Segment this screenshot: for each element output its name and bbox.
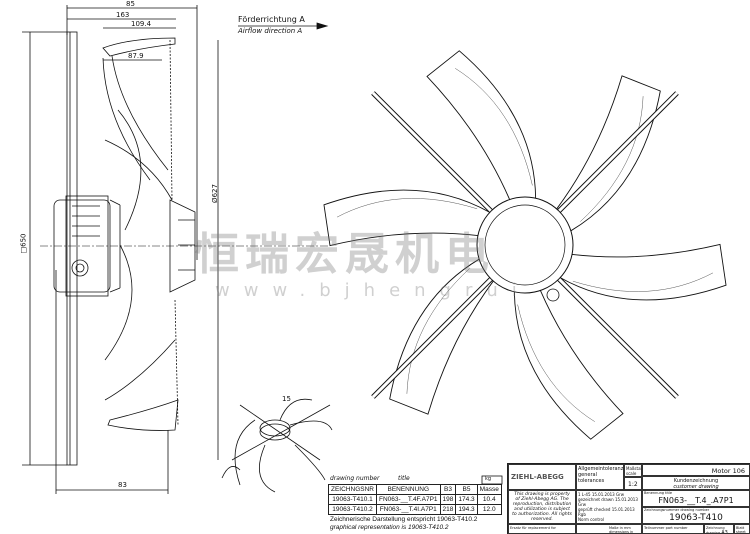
cell: 12.0 bbox=[476, 504, 502, 515]
role: Norm control bbox=[578, 517, 605, 522]
side-view-blades bbox=[102, 37, 196, 431]
dim-15: 15 bbox=[282, 395, 291, 403]
rev-date: 15.01.2013 bbox=[611, 507, 635, 512]
header-cell: B5 bbox=[455, 484, 478, 495]
cell: 198 bbox=[439, 494, 457, 505]
weight-unit-icon: kg bbox=[485, 476, 492, 482]
motor-label: Motor 106 bbox=[642, 464, 750, 476]
dim-627: Ø627 bbox=[210, 184, 219, 203]
cell: 194.3 bbox=[455, 504, 478, 515]
rev-date: 15.01.2013 bbox=[614, 497, 638, 502]
drawing-number-label: Zeichnungsnummer drawing number bbox=[644, 508, 710, 512]
title-block: ZIEHL-ABEGG Allgemeintoleranzen general … bbox=[507, 463, 750, 534]
rev-change: L-45 bbox=[581, 492, 591, 497]
format: A3 bbox=[721, 530, 728, 534]
header-cell: BENENNUNG bbox=[375, 484, 441, 495]
dim-87: 87.9 bbox=[128, 52, 144, 60]
watermark-logo: 恒瑞宏晟机电 bbox=[195, 229, 495, 280]
customer-en: customer drawing bbox=[673, 484, 719, 490]
blade-contour bbox=[455, 68, 533, 186]
isometric-view bbox=[221, 398, 333, 493]
scale-value: 1:2 bbox=[624, 477, 642, 490]
cell: 10.4 bbox=[476, 494, 502, 505]
dim-83: 83 bbox=[118, 481, 127, 489]
rev-name: Grw bbox=[616, 492, 625, 497]
blade-contour bbox=[336, 198, 478, 218]
company-logo: ZIEHL-ABEGG bbox=[508, 464, 576, 490]
rev-name: Grw bbox=[578, 502, 587, 507]
hub-inner bbox=[484, 204, 566, 286]
cell: 174.3 bbox=[455, 494, 478, 505]
dim-163: 163 bbox=[116, 11, 130, 19]
cell: FN063-__T.4I.A7P1 bbox=[375, 504, 441, 515]
cell: 218 bbox=[439, 504, 457, 515]
header-cell: ZEICHNGSNR bbox=[328, 484, 377, 495]
sheet-cell: Blatt sheet 1 bbox=[734, 524, 750, 534]
fan-blade bbox=[426, 50, 537, 200]
blade-contour bbox=[406, 268, 470, 394]
blade-contour bbox=[572, 272, 714, 292]
side-view-mounting-plate bbox=[66, 31, 78, 466]
fan-blade bbox=[513, 290, 624, 440]
drawing-number: 19063-T410 bbox=[669, 512, 723, 523]
designation-cell: Benennung title FN063-__T.4_.A7P1 bbox=[642, 490, 750, 507]
role: gezeichnet drawn bbox=[578, 497, 614, 502]
header-cell: Masse bbox=[476, 484, 502, 495]
cell: FN063-__T.4F.A7P1 bbox=[375, 494, 441, 505]
part-number-label: Teilnummer part number bbox=[642, 524, 704, 534]
sheet-label: Blatt sheet bbox=[736, 526, 746, 534]
table-caption-title: title bbox=[398, 475, 410, 482]
scale-label: Maßstab scale bbox=[624, 464, 642, 477]
hub bbox=[476, 196, 574, 294]
fan-blade bbox=[556, 75, 661, 232]
blade-contour bbox=[517, 304, 595, 422]
fan-blade bbox=[389, 258, 494, 415]
role: geprüft checked bbox=[578, 507, 611, 512]
note-de: Zeichnerische Darstellung entspricht 190… bbox=[330, 516, 478, 523]
rev-name: Rgb bbox=[578, 512, 586, 517]
fan-blade bbox=[559, 243, 727, 301]
cell: 19063-T410.2 bbox=[328, 504, 377, 515]
revision-grid: 1 L-45 15.01.2013 Grw gezeichnet drawn 1… bbox=[576, 490, 642, 524]
airflow-label-en: Airflow direction A bbox=[238, 27, 303, 35]
front-view-fan bbox=[323, 50, 727, 440]
customer-de: Kundenzeichnung bbox=[673, 478, 719, 484]
header-cell: B3 bbox=[439, 484, 457, 495]
dim-650: □650 bbox=[19, 233, 28, 254]
cell: 19063-T410.1 bbox=[328, 494, 377, 505]
replacement-label: Ersatz für replacement for bbox=[508, 524, 576, 534]
dims-note: Maße in mm dimensions in mm bbox=[576, 524, 642, 534]
format-label: Zeichnung drawing bbox=[706, 526, 725, 534]
designation: FN063-__T.4_.A7P1 bbox=[658, 495, 734, 505]
cable-gland bbox=[546, 288, 560, 302]
table-caption-number: drawing number bbox=[330, 475, 380, 482]
note-en: graphical representation is 19063-T410.2 bbox=[330, 524, 449, 531]
designation-label: Benennung title bbox=[644, 491, 672, 495]
rev-index: 1 bbox=[578, 492, 581, 497]
dim-109: 109.4 bbox=[131, 20, 152, 28]
watermark-url: www.bjhengrui bbox=[215, 280, 531, 301]
tolerance-label: Allgemeintoleranzen general tolerances bbox=[576, 464, 624, 490]
dim-85: 85 bbox=[126, 0, 135, 8]
fan-blade bbox=[323, 189, 491, 247]
rev-date: 15.01.2013 bbox=[591, 492, 615, 497]
property-note: This drawing is property of Ziehl-Abegg … bbox=[508, 490, 576, 524]
drawing-number-cell: Zeichnungsnummer drawing number 19063-T4… bbox=[642, 507, 750, 524]
format-cell: Zeichnung drawing A3 bbox=[704, 524, 734, 534]
blade-contour bbox=[580, 96, 644, 222]
airflow-label-de: Förderrichtung A bbox=[238, 15, 305, 24]
